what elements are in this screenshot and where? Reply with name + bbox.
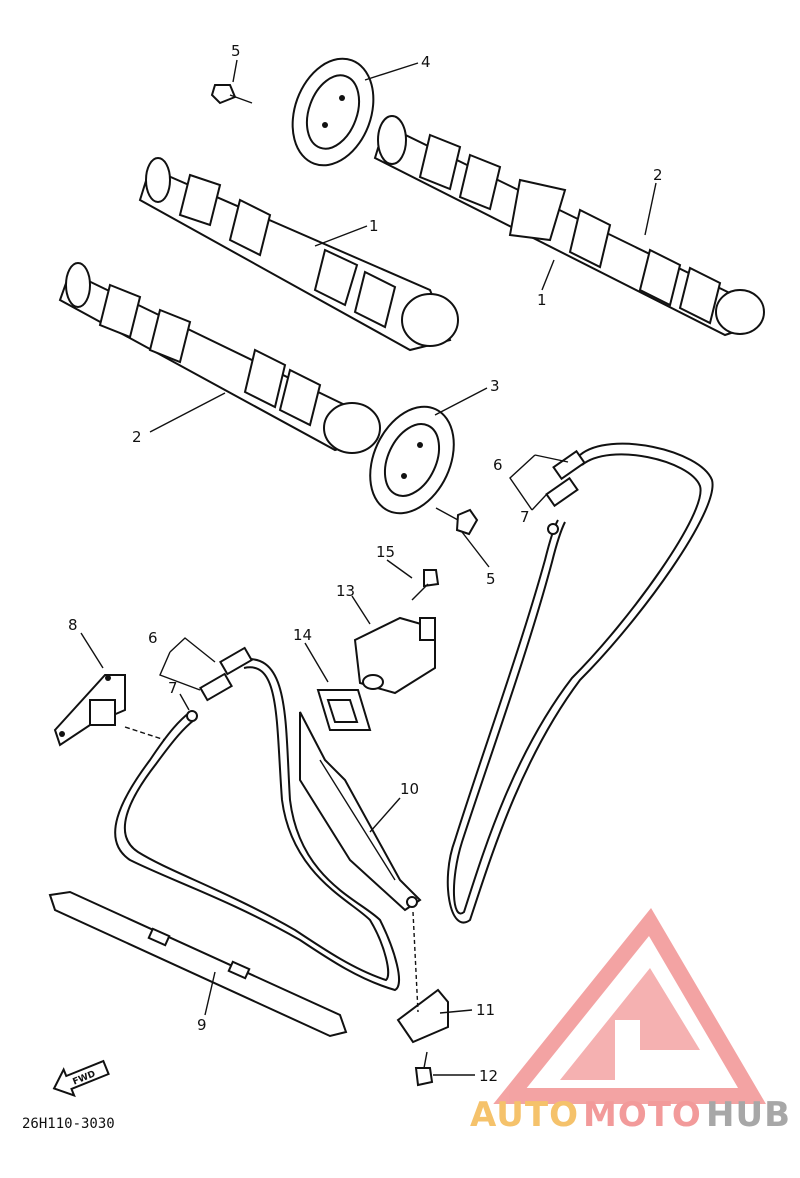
label-part-1-right: 1 [537, 291, 547, 309]
bolt-middle [435, 507, 479, 536]
chain-guide-plate [53, 674, 126, 747]
label-part-5-upper: 5 [231, 42, 241, 60]
label-part-2-right: 2 [653, 166, 663, 184]
leader-lines [80, 59, 657, 1076]
camshaft-right [373, 115, 765, 337]
cam-sprocket-lower [369, 405, 455, 515]
forward-arrow-icon: FWD [52, 1059, 110, 1098]
bolt-upper [210, 84, 253, 105]
part-labels: 5 4 1 2 1 2 3 6 7 5 15 13 14 8 6 7 10 9 … [68, 42, 663, 1085]
master-link-left [186, 646, 253, 722]
part-code: 26H110-3030 [22, 1116, 115, 1132]
label-part-10: 10 [400, 780, 419, 798]
label-part-9: 9 [197, 1016, 207, 1034]
chain-tensioner [353, 616, 436, 695]
label-part-6-right: 6 [493, 456, 503, 474]
label-part-1-left: 1 [369, 217, 379, 235]
label-part-3: 3 [490, 377, 500, 395]
label-part-14: 14 [293, 626, 312, 644]
bolt-tensioner [411, 569, 440, 601]
tensioner-gasket [316, 689, 372, 731]
chain-guide-front [48, 890, 348, 1038]
label-part-12: 12 [479, 1067, 498, 1085]
cam-sprocket-upper [291, 57, 375, 167]
svg-text:HUB: HUB [706, 1095, 791, 1135]
svg-text:MOTO: MOTO [583, 1095, 702, 1135]
cam-chain-left [114, 658, 401, 992]
label-part-7-left: 7 [168, 679, 178, 697]
label-part-2-left: 2 [132, 428, 142, 446]
cam-chain-right [446, 442, 714, 924]
camshaft-upper-left [138, 157, 459, 352]
master-link-right [545, 449, 586, 535]
camshaft-lower-left [58, 262, 381, 454]
svg-text:AUTO: AUTO [470, 1095, 579, 1135]
watermark-logo [493, 907, 766, 1104]
label-part-13: 13 [336, 582, 355, 600]
watermark-text: AUTO MOTO HUB [470, 1095, 791, 1135]
chain-guide-tensioner-side [299, 711, 422, 912]
label-part-4: 4 [421, 53, 431, 71]
label-part-6-left: 6 [148, 629, 158, 647]
guide-stopper [396, 911, 449, 1044]
label-part-15: 15 [376, 543, 395, 561]
label-part-7-right: 7 [520, 508, 530, 526]
label-part-5-lower: 5 [486, 570, 496, 588]
label-part-11: 11 [476, 1001, 495, 1019]
bolt-guide [414, 1051, 434, 1087]
label-part-8: 8 [68, 616, 78, 634]
